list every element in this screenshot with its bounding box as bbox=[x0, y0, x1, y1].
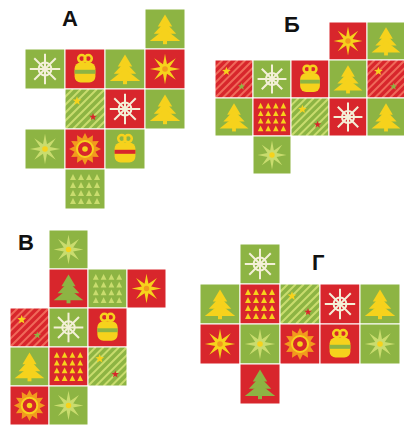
cube-net bbox=[25, 9, 185, 209]
net-square bbox=[65, 49, 105, 89]
net-square bbox=[49, 269, 88, 308]
net-square bbox=[320, 284, 360, 324]
net-square bbox=[240, 364, 280, 404]
net-square bbox=[240, 324, 280, 364]
net-square bbox=[49, 386, 88, 425]
net-square bbox=[10, 386, 49, 425]
net-square bbox=[105, 49, 145, 89]
net-square bbox=[280, 324, 320, 364]
net-square bbox=[25, 129, 65, 169]
net-square bbox=[200, 324, 240, 364]
net-square bbox=[88, 269, 127, 308]
net-square bbox=[215, 98, 253, 136]
net-square bbox=[253, 136, 291, 174]
net-letter: Б bbox=[284, 14, 300, 36]
net-letter: В bbox=[18, 232, 34, 254]
net-square bbox=[200, 284, 240, 324]
net-square bbox=[320, 324, 360, 364]
net-square bbox=[329, 98, 367, 136]
net-square bbox=[0, 308, 80, 347]
net-square bbox=[329, 60, 404, 98]
net-square bbox=[65, 129, 105, 169]
net-square bbox=[291, 60, 329, 98]
net-square bbox=[240, 244, 280, 284]
net-square bbox=[88, 308, 127, 347]
net-square bbox=[49, 347, 88, 386]
net-square bbox=[10, 347, 49, 386]
net-square bbox=[49, 347, 158, 386]
net-square bbox=[105, 129, 145, 169]
net-square bbox=[145, 89, 185, 129]
net-square bbox=[367, 98, 404, 136]
net-square bbox=[65, 169, 105, 209]
net-letter: А bbox=[62, 8, 78, 30]
cube-net bbox=[0, 230, 166, 425]
net-square bbox=[329, 22, 367, 60]
net-square bbox=[253, 98, 291, 136]
net-square bbox=[49, 230, 88, 269]
cube-net bbox=[200, 244, 400, 404]
net-letter: Г bbox=[312, 252, 324, 274]
net-square bbox=[145, 49, 185, 89]
net-square bbox=[25, 49, 65, 89]
net-square bbox=[240, 284, 280, 324]
net-square bbox=[360, 324, 400, 364]
net-square bbox=[145, 9, 185, 49]
cube-net bbox=[177, 22, 404, 174]
net-square bbox=[49, 308, 88, 347]
net-square bbox=[105, 89, 145, 129]
net-square bbox=[329, 60, 367, 98]
net-square bbox=[127, 269, 166, 308]
net-square bbox=[360, 284, 400, 324]
net-square bbox=[367, 22, 404, 60]
net-square bbox=[253, 60, 291, 98]
